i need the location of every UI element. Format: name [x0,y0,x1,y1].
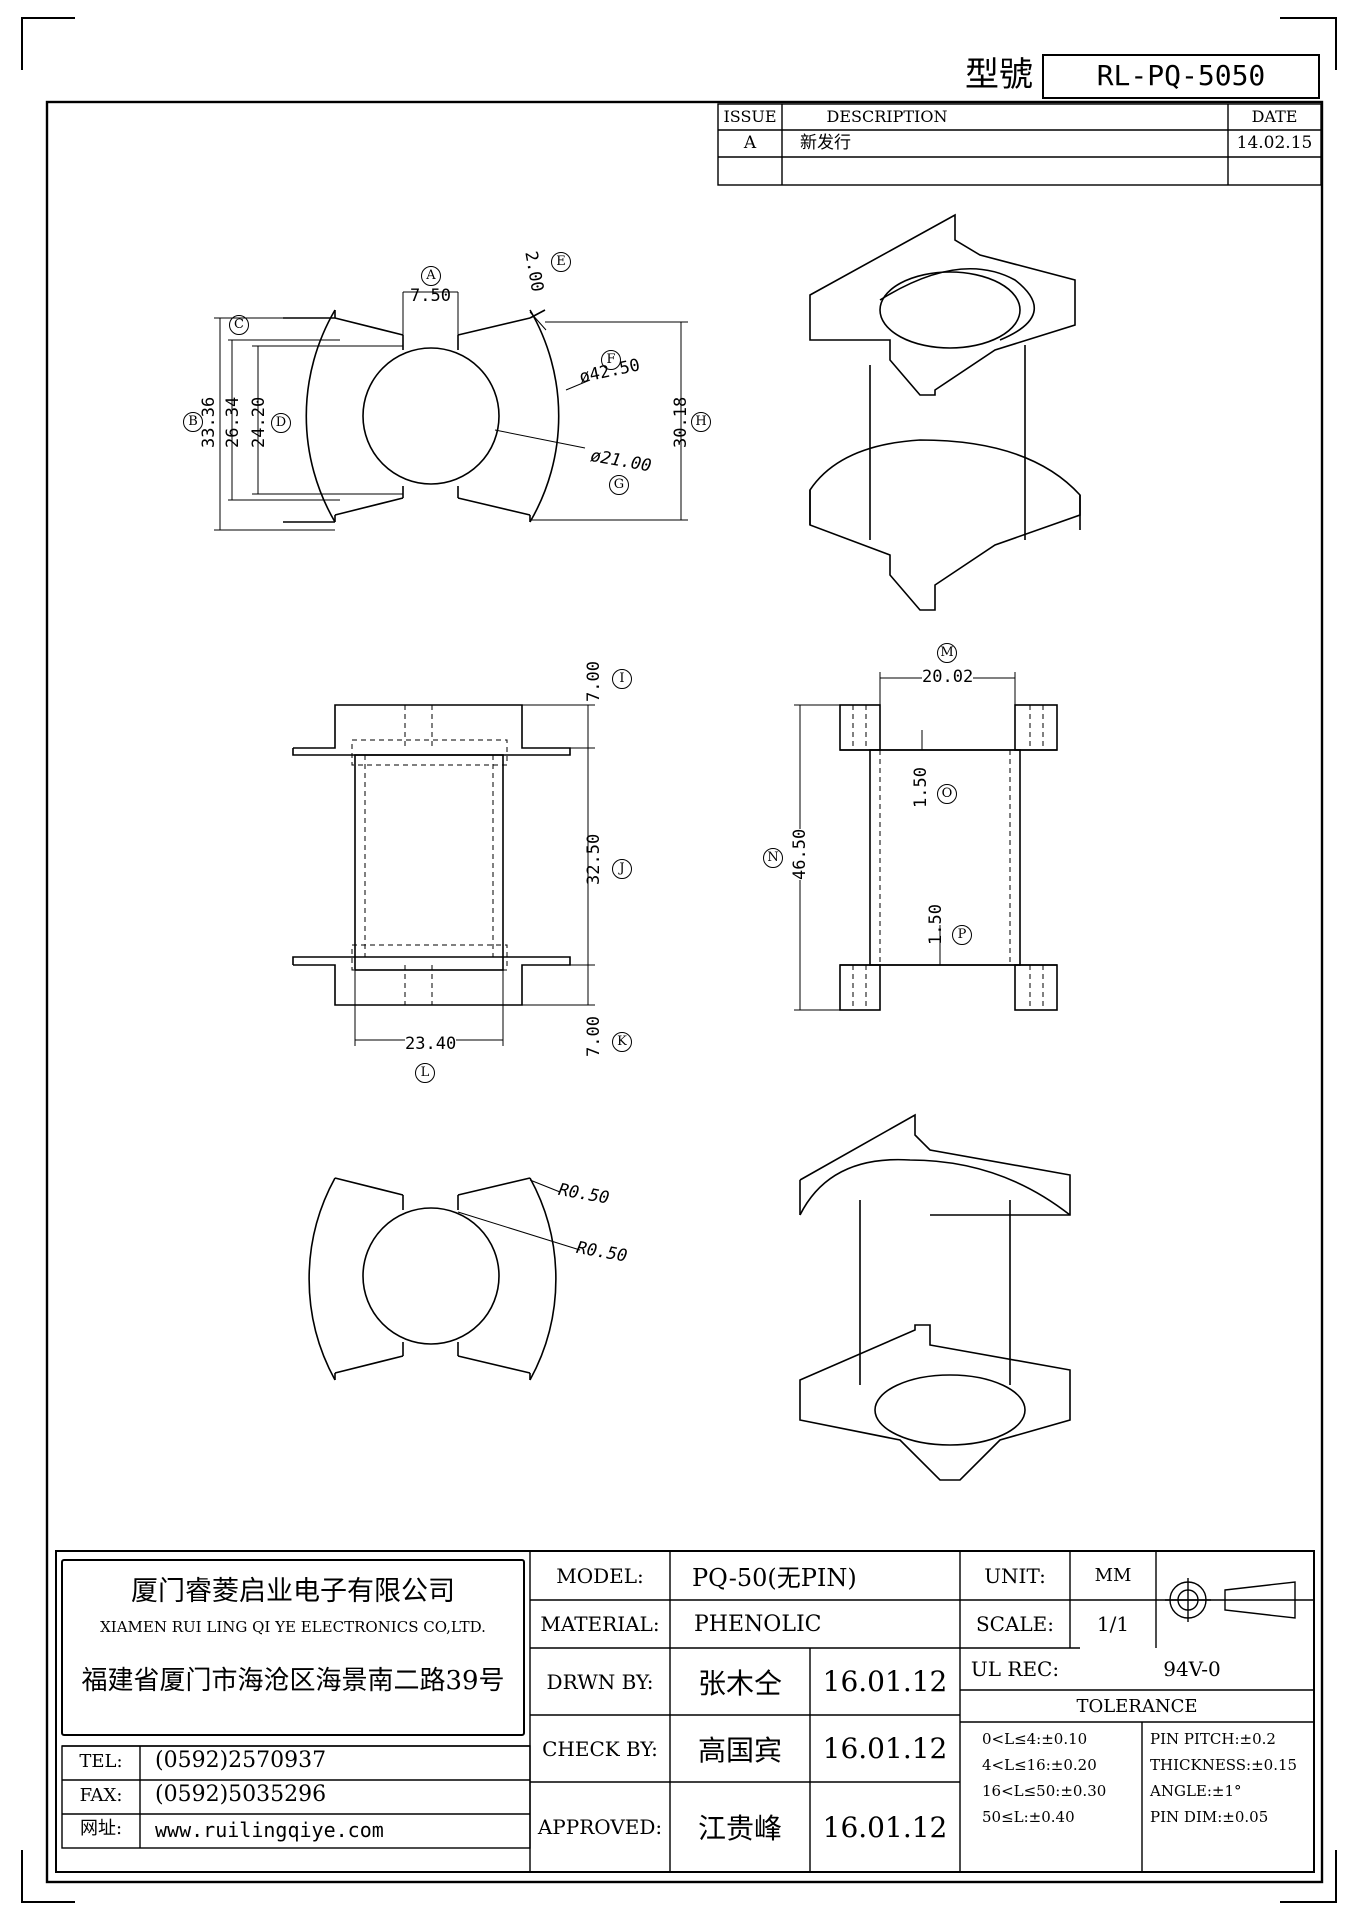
scale-label: SCALE: [975,1612,1055,1636]
dim-j: 32.50 [584,833,604,885]
callout-a: A [421,266,441,286]
top-view-dimensions [214,291,688,531]
bottom-view [308,1177,581,1381]
company-name-cn: 厦门睿菱启业电子有限公司 [131,1576,455,1607]
unit-label: UNIT: [984,1563,1046,1588]
callout-l: L [415,1063,435,1083]
dim-o: 1.50 [911,767,931,808]
callout-b: B [183,412,203,432]
section-view-dimensions [794,672,1016,1011]
section-view [839,704,1058,1011]
dim-k: 7.00 [584,1016,604,1057]
callout-j: J [612,859,632,879]
scale-value: 1/1 [1096,1612,1130,1636]
model-label: MODEL: [556,1563,644,1588]
approved-by: 江贵峰 [697,1812,782,1845]
callout-c: C [229,315,249,335]
iso-view-2 [799,1113,1071,1481]
material-label: MATERIAL: [540,1612,660,1636]
fax-label: FAX: [79,1785,123,1806]
approved-date: 16.01.12 [822,1810,948,1844]
company-address: 福建省厦门市海沧区海景南二路39号 [81,1666,505,1696]
spec-pin-dim: PIN DIM:±0.05 [1150,1808,1269,1826]
unit-value: MM [1094,1565,1132,1586]
corner-marks [21,17,1337,1903]
material-value: PHENOLIC [694,1611,822,1637]
side-view [292,704,571,1006]
iso-view-1 [809,213,1081,611]
ul-value: 94V-0 [1163,1657,1221,1681]
check-date: 16.01.12 [822,1732,948,1765]
callout-d: D [271,413,291,433]
dim-a: 7.50 [410,286,451,306]
callout-f: F [601,350,621,370]
callout-g: G [609,475,629,495]
revision-date: 14.02.15 [1236,133,1313,153]
web-value: www.ruilingqiye.com [155,1818,384,1842]
revision-description: 新发行 [800,133,851,153]
callout-p: P [952,925,972,945]
callout-m: M [937,643,957,663]
side-view-dimensions [354,704,595,1046]
tolerance-row-1: 0<L≤4:±0.10 [982,1730,1088,1748]
top-view-outline [283,309,560,523]
model-value: PQ-50(无PIN) [692,1564,857,1592]
tel-value: (0592)2570937 [155,1748,327,1773]
dim-n: 46.50 [790,828,810,880]
model-box [1042,54,1320,99]
dim-p: 1.50 [926,904,946,945]
dim-b: 33.36 [199,396,219,448]
callout-k: K [612,1032,632,1052]
dim-i: 7.00 [584,661,604,702]
tolerance-row-2: 4<L≤16:±0.20 [982,1756,1097,1774]
callout-e: E [551,252,571,272]
revision-issue: A [743,133,757,153]
check-by: 高国宾 [697,1733,782,1767]
callout-h: H [691,412,711,432]
fax-value: (0592)5035296 [155,1782,327,1807]
dim-h: 30.18 [671,396,691,448]
dim-c: 26.34 [223,396,243,448]
model-header-label: 型號 [965,55,1033,95]
dim-m: 20.02 [922,667,974,687]
spec-pin-pitch: PIN PITCH:±0.2 [1150,1730,1276,1748]
tolerance-row-4: 50≤L:±0.40 [982,1808,1075,1826]
callout-o: O [937,784,957,804]
dim-d: 24.20 [249,396,269,448]
company-name-en: XIAMEN RUI LING QI YE ELECTRONICS CO,LTD… [100,1618,486,1636]
sheet-border [45,100,1324,1884]
approved-label: APPROVED: [537,1815,663,1839]
spec-angle: ANGLE:±1° [1150,1782,1242,1800]
drawn-label: DRWN BY: [546,1669,654,1694]
check-label: CHECK BY: [542,1736,658,1761]
ul-label: UL REC: [970,1657,1060,1681]
drawn-by: 张木仝 [697,1666,782,1700]
revision-header-date: DATE [1251,107,1298,126]
tolerance-label: TOLERANCE [1076,1695,1198,1717]
web-label: 网址: [79,1818,123,1839]
callout-n: N [763,848,783,868]
callout-i: I [612,669,632,689]
revision-header-description: DESCRIPTION [826,107,948,126]
revision-header-issue: ISSUE [723,107,777,126]
drawn-date: 16.01.12 [822,1665,948,1698]
projection-symbol-icon [1165,1578,1302,1622]
model-header-value: RL-PQ-5050 [1096,59,1266,92]
tolerance-row-3: 16<L≤50:±0.30 [982,1782,1107,1800]
revision-table [717,103,1322,186]
dim-l: 23.40 [405,1034,457,1054]
tel-label: TEL: [79,1751,123,1772]
spec-thickness: THICKNESS:±0.15 [1150,1756,1298,1774]
